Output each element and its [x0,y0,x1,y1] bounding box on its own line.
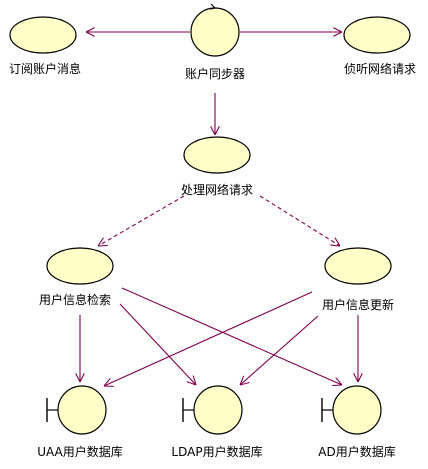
entity-object-icon [46,247,114,285]
ldap-user-database-label: LDAP用户数据库 [171,444,262,459]
process-network-requests-label: 处理网络请求 [181,182,253,197]
user-info-update-label: 用户信息更新 [322,297,394,312]
edge-process-to-update[interactable] [259,195,340,246]
node-ldap-user-database[interactable]: LDAP用户数据库 [171,385,263,459]
account-synchronizer-label: 账户同步器 [185,66,245,81]
boundary-object-icon [193,385,243,435]
edge-process-to-retrieval[interactable] [98,195,185,246]
entity-object-icon [324,247,392,285]
edge-retrieval-to-ldap[interactable] [119,303,196,385]
edge-update-to-uaa[interactable] [104,291,313,386]
edges [80,32,358,386]
node-uaa-user-database[interactable]: UAA用户数据库 [37,385,123,459]
node-ad-user-database[interactable]: AD用户数据库 [318,385,396,459]
boundary-object-icon [57,385,107,435]
entity-object-icon [9,16,77,54]
boundary-object-icon [332,385,382,435]
edge-update-to-ldap[interactable] [240,315,319,385]
node-subscribe-account-messages[interactable]: 订阅账户消息 [9,16,81,76]
entity-object-icon [343,16,411,54]
node-account-synchronizer[interactable]: 账户同步器 [185,3,245,81]
node-listen-network-requests[interactable]: 侦听网络请求 [343,16,416,76]
entity-object-icon [183,136,251,174]
node-user-info-update[interactable]: 用户信息更新 [322,247,394,312]
ad-user-database-label: AD用户数据库 [318,444,395,459]
subscribe-account-messages-label: 订阅账户消息 [9,61,81,76]
user-info-retrieval-label: 用户信息检索 [39,292,111,307]
control-object-icon [190,7,240,57]
edge-retrieval-to-ad[interactable] [121,287,342,385]
listen-network-requests-label: 侦听网络请求 [344,61,416,76]
uaa-user-database-label: UAA用户数据库 [37,444,123,459]
node-user-info-retrieval[interactable]: 用户信息检索 [39,247,114,307]
node-process-network-requests[interactable]: 处理网络请求 [181,136,253,197]
control-arrowhead-icon [209,3,217,10]
